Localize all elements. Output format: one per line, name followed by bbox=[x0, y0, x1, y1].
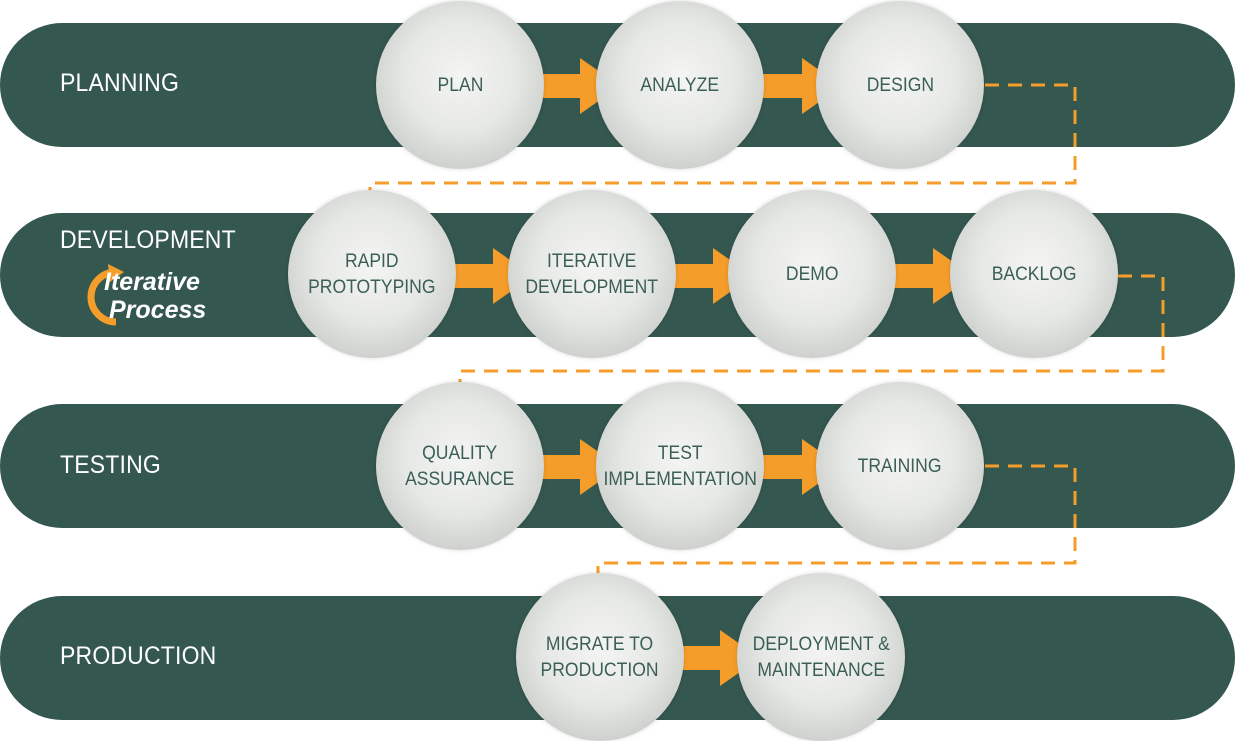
stage-design-label: DESIGN bbox=[866, 74, 934, 96]
stage-rapid-prototyping: RAPID PROTOTYPING bbox=[288, 190, 456, 358]
stage-iterative-development-label: ITERATIVE DEVELOPMENT bbox=[525, 250, 659, 298]
lane-label-planning: PLANNING bbox=[60, 69, 180, 97]
stage-test-implementation-label: TEST IMPLEMENTATION bbox=[603, 442, 757, 490]
stage-design: DESIGN bbox=[816, 1, 984, 169]
stage-backlog-label: BACKLOG bbox=[991, 263, 1077, 285]
stage-analyze: ANALYZE bbox=[596, 1, 764, 169]
stage-iterative-development: ITERATIVE DEVELOPMENT bbox=[508, 190, 676, 358]
stage-rapid-prototyping-label: RAPID PROTOTYPING bbox=[308, 250, 436, 298]
lane-label-development: DEVELOPMENT bbox=[60, 226, 236, 254]
stage-backlog: BACKLOG bbox=[950, 190, 1118, 358]
stage-demo-label: DEMO bbox=[785, 263, 839, 285]
cycle-arrows-icon bbox=[87, 264, 124, 326]
stage-training: TRAINING bbox=[816, 382, 984, 550]
connector-development-testing bbox=[458, 274, 1165, 398]
lane-label-production: PRODUCTION bbox=[60, 642, 217, 670]
stage-test-implementation: TEST IMPLEMENTATION bbox=[596, 382, 764, 550]
stage-plan-label: PLAN bbox=[437, 74, 483, 96]
connector-testing-production bbox=[596, 464, 1077, 590]
stage-migrate-to-production: MIGRATE TO PRODUCTION bbox=[516, 573, 684, 741]
stage-plan: PLAN bbox=[376, 1, 544, 169]
iterative-process-badge: Iterative Process bbox=[76, 262, 226, 332]
iterative-label: Iterative bbox=[104, 268, 200, 296]
stage-deployment-maintenance: DEPLOYMENT & MAINTENANCE bbox=[737, 573, 905, 741]
stage-migrate-to-production-label: MIGRATE TO PRODUCTION bbox=[541, 633, 659, 681]
stage-quality-assurance: QUALITY ASSURANCE bbox=[376, 382, 544, 550]
stage-deployment-maintenance-label: DEPLOYMENT & MAINTENANCE bbox=[752, 633, 890, 681]
stage-demo: DEMO bbox=[728, 190, 896, 358]
process-label: Process bbox=[109, 296, 207, 324]
stage-training-label: TRAINING bbox=[858, 455, 942, 477]
stage-analyze-label: ANALYZE bbox=[640, 74, 720, 96]
stage-quality-assurance-label: QUALITY ASSURANCE bbox=[405, 442, 515, 490]
lane-label-testing: TESTING bbox=[60, 451, 161, 479]
